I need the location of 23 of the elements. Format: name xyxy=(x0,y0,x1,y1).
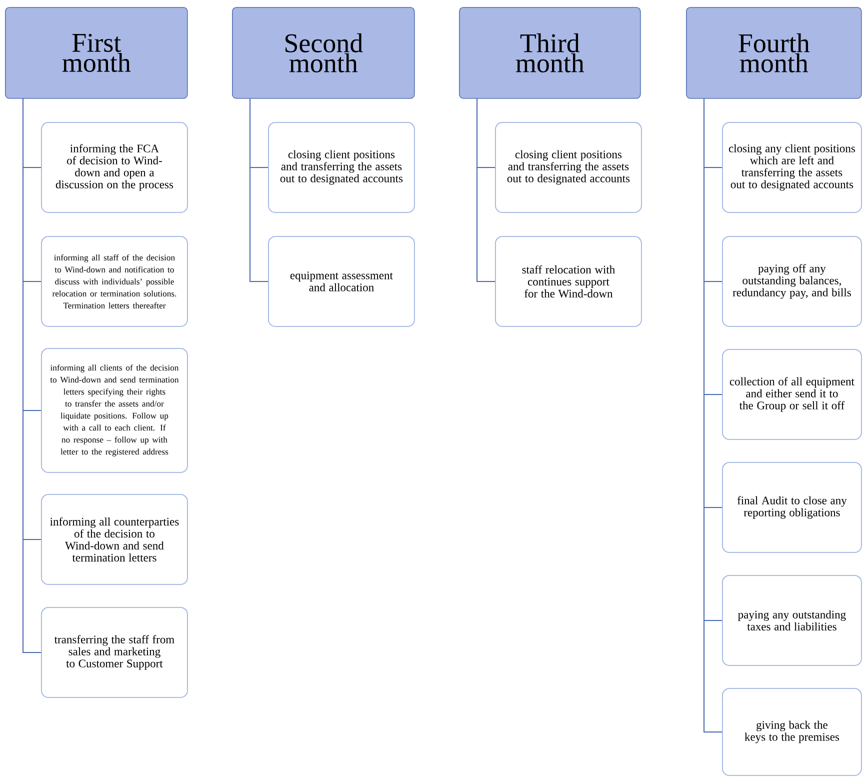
task-box: closing client positions and transferring the assets out to designated accounts xyxy=(268,122,415,213)
month-header: Fourth month xyxy=(686,7,862,99)
task-box: informing all clients of the decision to Wind-down and send termination letters specifying their rights to transfer the assets and/or liquidate positions. Follow up with a call to each client. If no response – follow up with letter to the registered address xyxy=(41,348,188,473)
task-box: informing all staff of the decision to Wind-down and notification to discuss with individuals’ possible relocation or termination solutions. Termination letters thereafter xyxy=(41,236,188,327)
task-box: transferring the staff from sales and marketing to Customer Support xyxy=(41,607,188,698)
task-box: closing client positions and transferring the assets out to designated accounts xyxy=(495,122,642,213)
task-box: staff relocation with continues support for the Wind-down xyxy=(495,236,642,327)
task-box: paying off any outstanding balances, redundancy pay, and bills xyxy=(722,236,862,327)
task-box: informing all counterparties of the decision to Wind-down and send termination letters xyxy=(41,494,188,585)
task-box: collection of all equipment and either send it to the Group or sell it off xyxy=(722,349,862,440)
task-box: giving back the keys to the premises xyxy=(722,688,862,776)
connector xyxy=(476,98,496,282)
task-box: closing any client positions which are left and transferring the assets out to designated accounts xyxy=(722,122,862,213)
month-header: Second month xyxy=(232,7,415,99)
task-box: paying any outstanding taxes and liabilities xyxy=(722,575,862,666)
connector xyxy=(250,98,268,282)
connector xyxy=(22,98,42,653)
task-box: equipment assessment and allocation xyxy=(268,236,415,327)
task-box: final Audit to close any reporting obligations xyxy=(722,462,862,553)
connector xyxy=(704,98,722,732)
task-box: informing the FCA of decision to Wind-down and open a discussion on the process xyxy=(41,122,188,213)
month-header: Third month xyxy=(459,7,641,99)
month-header: First month xyxy=(5,7,188,99)
